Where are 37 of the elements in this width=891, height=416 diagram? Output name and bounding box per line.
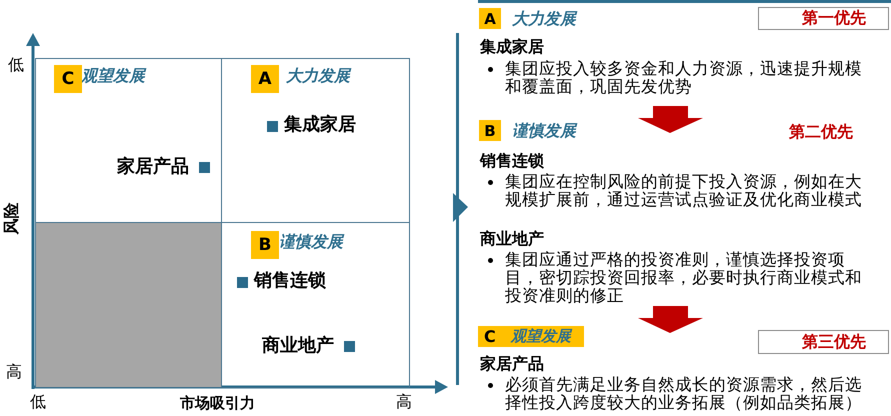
quadrant-heading: 观望发展 (81, 66, 145, 87)
bullet-text: 集团应通过严格的投资准则，谨慎选择投资项目，密切踪投资回报率，必要时执行商业模式和投资准则的修正 (505, 251, 863, 305)
axis-title: 市场吸引力 (180, 394, 255, 413)
section-band (478, 326, 584, 347)
business-heading: 商业地产 (480, 229, 544, 250)
business-heading: 集成家居 (480, 37, 544, 58)
axis-label: 高 (396, 392, 412, 413)
item-label: 商业地产 (262, 334, 334, 357)
section-heading: 观望发展 (511, 327, 571, 346)
letter-badge: C (54, 65, 82, 93)
quadrant-heading: 谨慎发展 (279, 232, 343, 253)
bullet-text: 必须首先满足业务自然成长的资源需求，然后选择性投入跨度较大的业务拓展（例如品类拓展） (505, 376, 863, 412)
letter-badge: A (251, 65, 279, 93)
item-label: 集成家居 (284, 113, 356, 136)
quadrant-box (221, 58, 410, 223)
business-heading: 家居产品 (480, 354, 544, 375)
priority-label: 第三优先 (758, 330, 889, 354)
letter-badge: B (479, 120, 501, 141)
item-label: 家居产品 (117, 155, 189, 178)
quadrant-box (221, 222, 410, 388)
bullet-text: 集团应投入较多资金和人力资源，迅速提升规模和覆盖面，巩固先发优势 (505, 60, 863, 96)
priority-label: 第二优先 (789, 122, 853, 143)
section-heading: 大力发展 (512, 9, 576, 30)
badge-letter: C (484, 327, 496, 346)
axis-title: 风险 (2, 202, 22, 234)
item-label: 销售连锁 (254, 269, 326, 292)
letter-badge: A (479, 8, 501, 29)
priority-label: 第一优先 (758, 7, 889, 30)
axis-label: 高 (6, 362, 22, 383)
letter-badge: B (251, 231, 279, 259)
quadrant-heading: 大力发展 (286, 66, 350, 87)
axis-label: 低 (30, 392, 46, 413)
bullet-text: 集团应在控制风险的前提下投入资源，例如在大规模扩展前，通过运营试点验证及优化商业模式 (505, 173, 863, 209)
business-heading: 销售连锁 (480, 151, 544, 172)
axis-label: 低 (8, 55, 24, 76)
quadrant-box (35, 222, 222, 388)
section-heading: 谨慎发展 (512, 121, 576, 142)
